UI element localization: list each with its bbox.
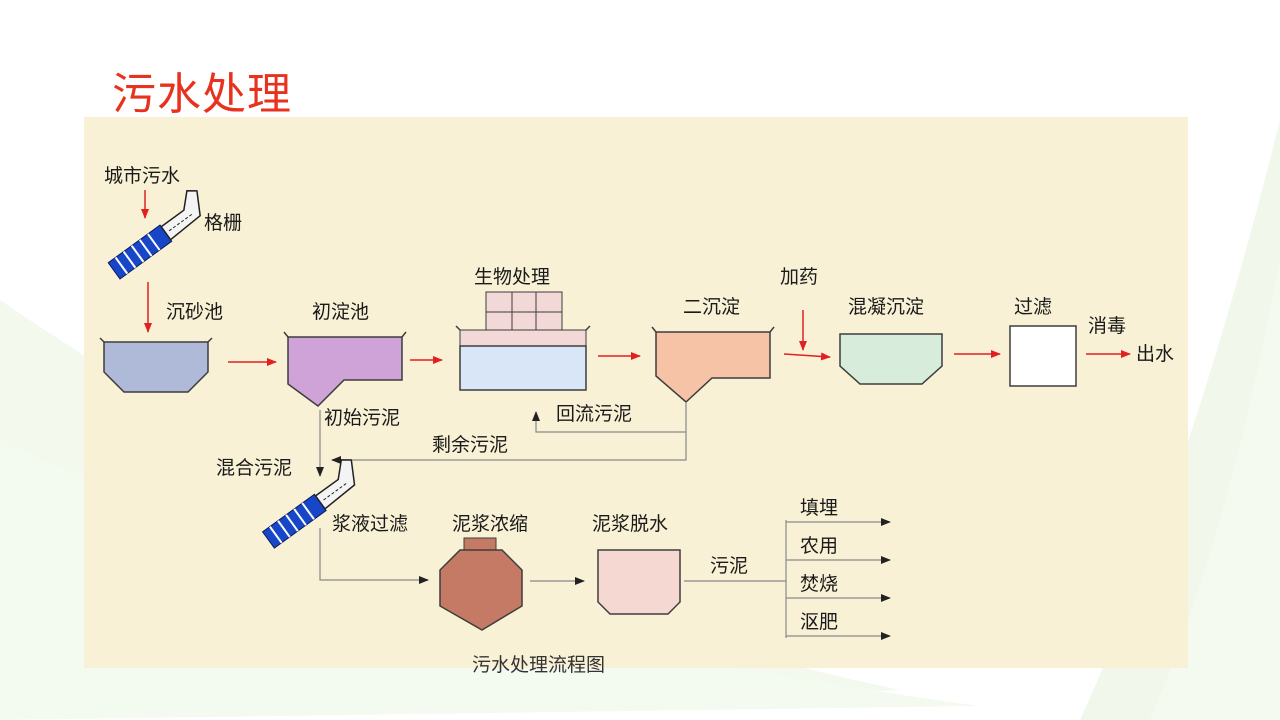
process-diagram: 城市污水 格栅 沉砂池 初淀池 生物处理 二沉淀 加药 混凝沉淀 过滤 消毒 出… bbox=[84, 117, 1188, 668]
label-add-chemicals: 加药 bbox=[780, 266, 818, 288]
secondary-settling-tank bbox=[655, 331, 771, 404]
label-return-sludge: 回流污泥 bbox=[556, 403, 632, 425]
grit-chamber-tank bbox=[103, 341, 209, 393]
grille-icon bbox=[107, 189, 201, 280]
label-effluent: 出水 bbox=[1136, 343, 1174, 365]
label-city-sewage: 城市污水 bbox=[104, 165, 180, 187]
filter-box bbox=[1009, 325, 1077, 387]
label-primary-settling: 初淀池 bbox=[312, 301, 369, 323]
label-secondary-settling: 二沉淀 bbox=[683, 296, 740, 318]
label-disinfection: 消毒 bbox=[1088, 315, 1126, 337]
label-mixed-sludge: 混合污泥 bbox=[216, 457, 292, 479]
bio-treatment-tank bbox=[455, 291, 591, 391]
main-flow-arrows bbox=[141, 190, 1131, 366]
coag-settling-tank bbox=[839, 333, 943, 385]
label-grit-chamber: 沉砂池 bbox=[166, 301, 223, 323]
label-agriculture: 农用 bbox=[800, 535, 838, 557]
primary-settling-tank bbox=[287, 336, 403, 407]
label-bio-treatment: 生物处理 bbox=[474, 266, 550, 288]
dewatering-tank bbox=[597, 549, 681, 615]
label-slurry-dewatering: 泥浆脱水 bbox=[592, 513, 668, 535]
label-grille: 格栅 bbox=[204, 212, 242, 234]
label-slurry-thickening: 泥浆浓缩 bbox=[452, 513, 528, 535]
label-slurry-filtration: 浆液过滤 bbox=[332, 513, 408, 535]
sludge-flow-lines bbox=[316, 402, 891, 640]
thickener-tank bbox=[439, 537, 523, 631]
label-excess-sludge: 剩余污泥 bbox=[432, 434, 508, 456]
label-landfill: 填埋 bbox=[800, 497, 838, 519]
slurry-screen-icon bbox=[261, 459, 356, 549]
label-filtration: 过滤 bbox=[1014, 296, 1052, 318]
label-composting: 沤肥 bbox=[800, 611, 838, 633]
label-coag-settling: 混凝沉淀 bbox=[848, 296, 924, 318]
label-sludge: 污泥 bbox=[710, 555, 748, 577]
label-primary-sludge: 初始污泥 bbox=[324, 407, 400, 429]
figure-caption: 污水处理流程图 bbox=[472, 654, 606, 676]
slide-title: 污水处理 bbox=[112, 69, 292, 120]
label-incineration: 焚烧 bbox=[800, 573, 838, 595]
